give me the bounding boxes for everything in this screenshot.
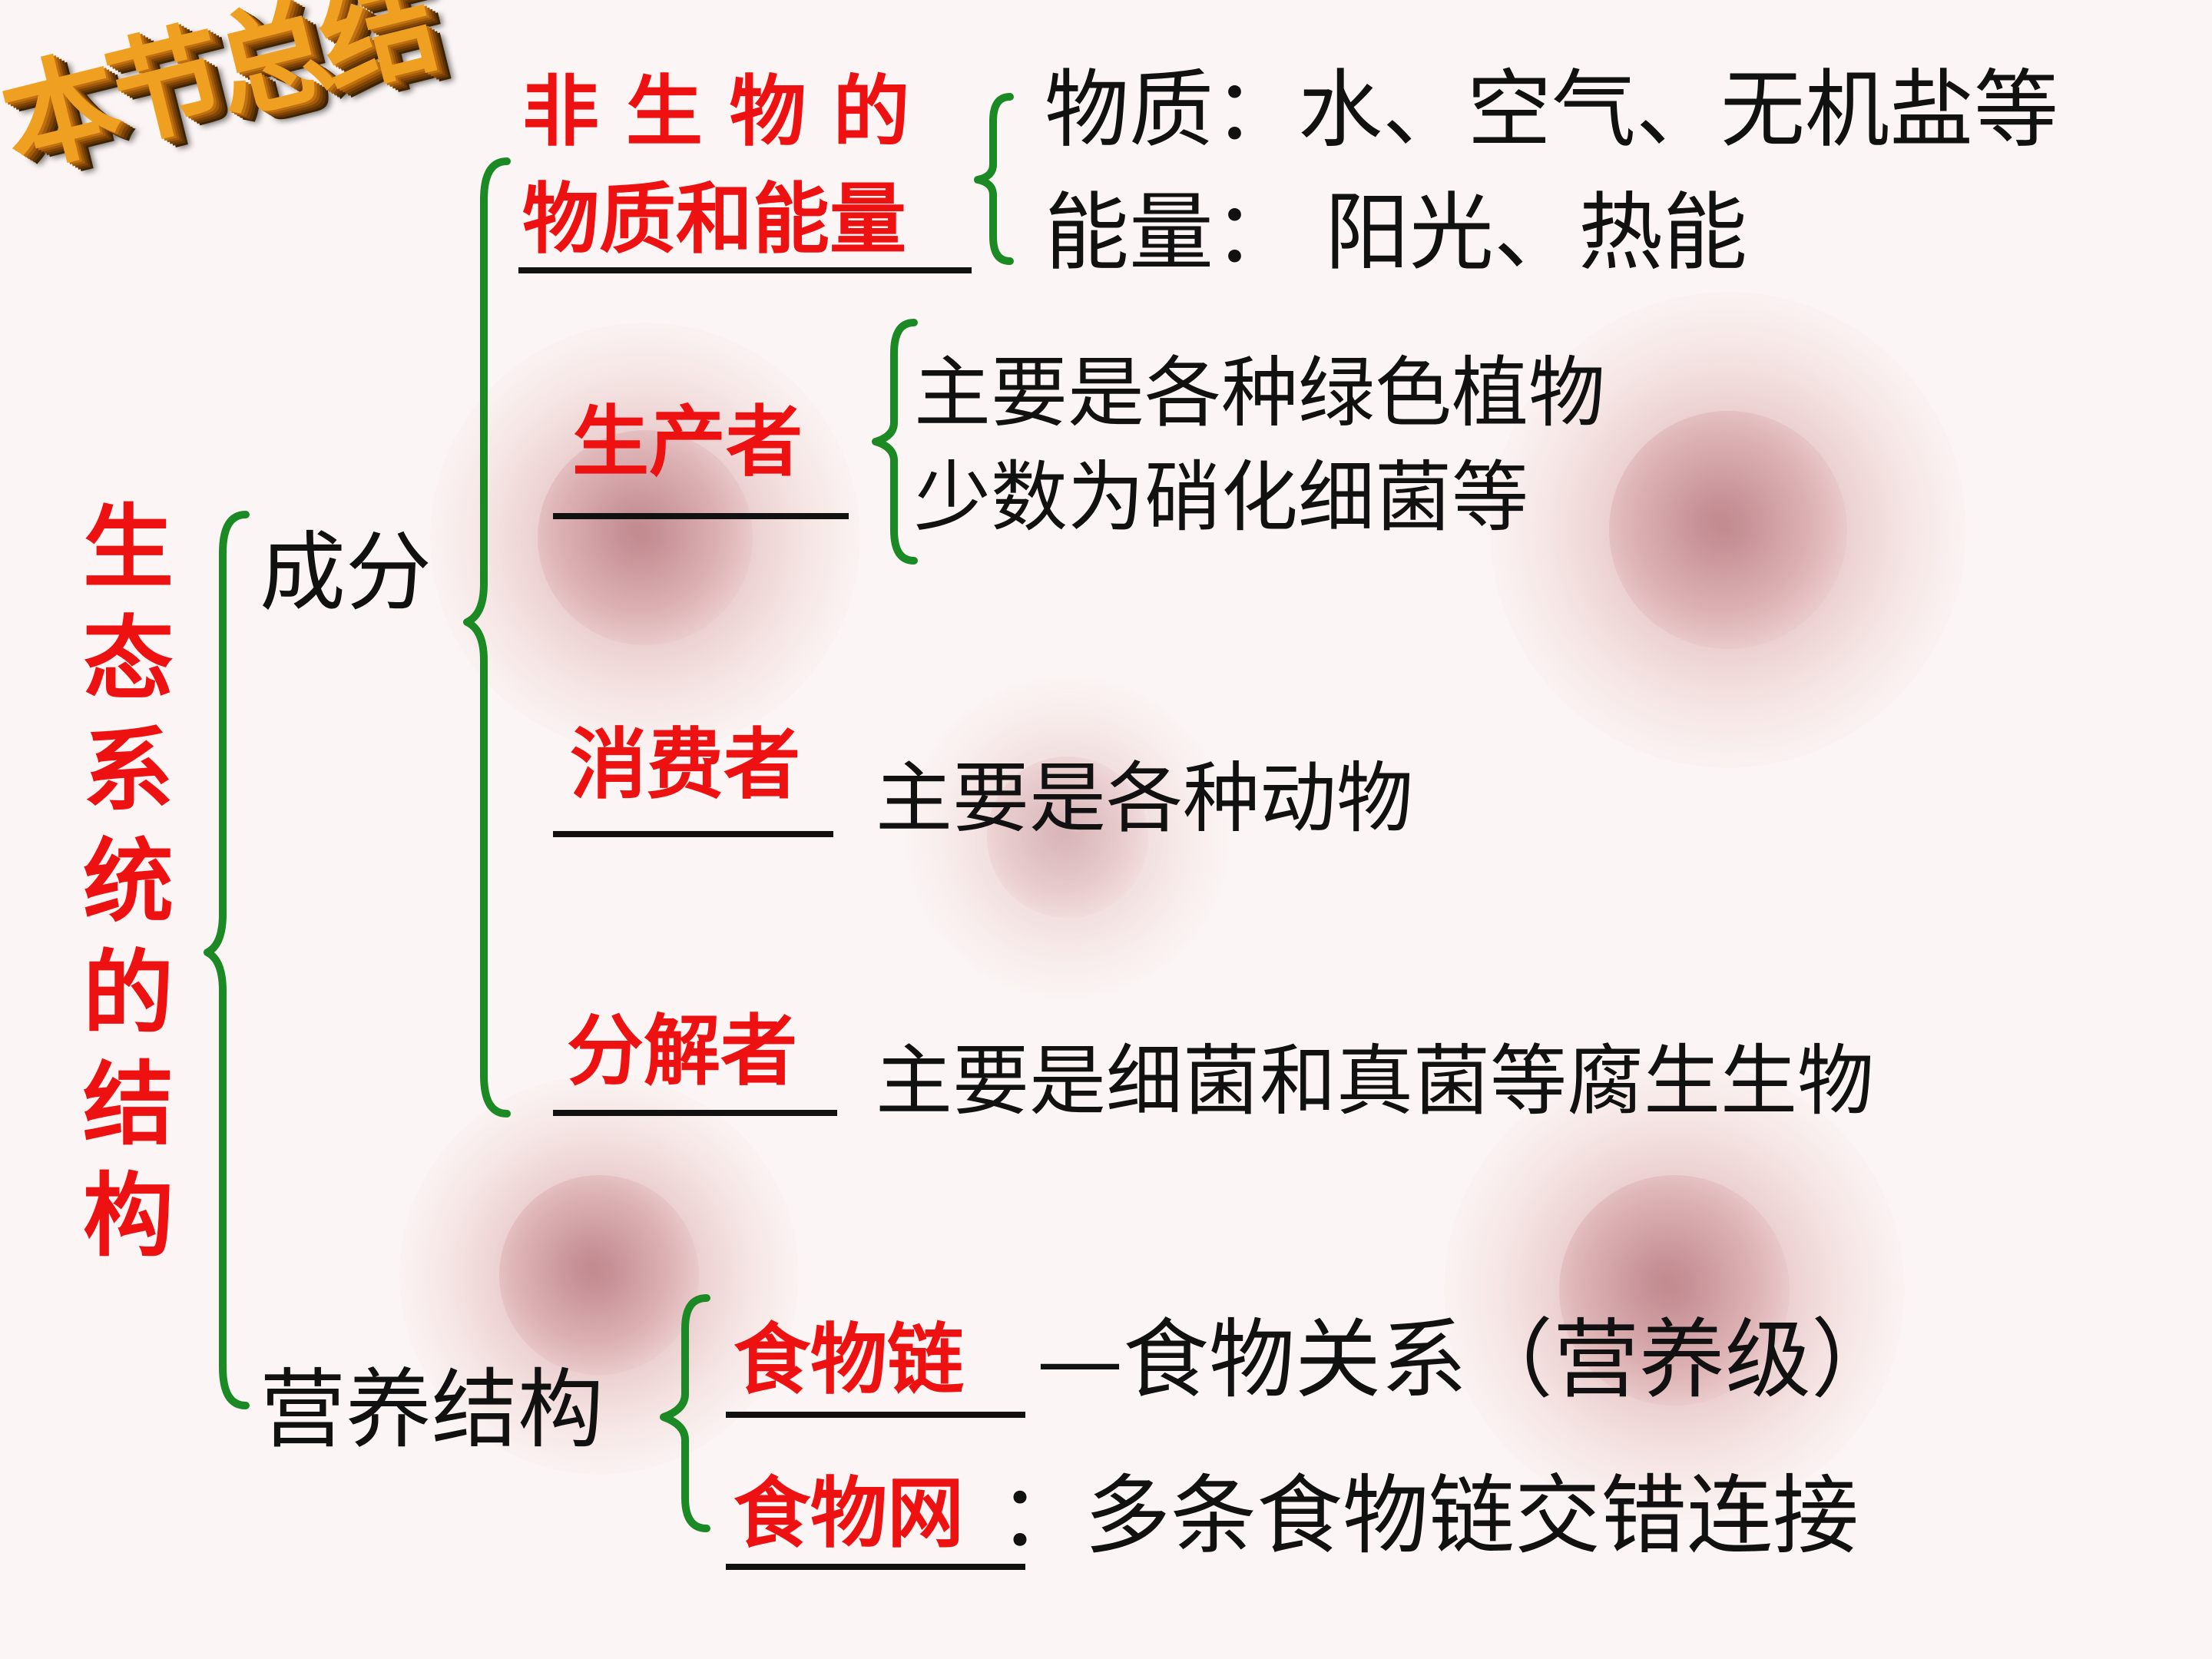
decomposer-underline (553, 1110, 837, 1116)
consumer-desc: 主要是各种动物 (876, 753, 1413, 843)
root-char-2: 态 (82, 605, 174, 712)
background-rose-4 (1444, 1060, 1905, 1521)
background-rose-2 (1490, 292, 1966, 768)
producer-underline (553, 513, 849, 519)
root-char-1: 生 (82, 494, 174, 601)
food-web-desc: ：多条食物链交错连接 (998, 1466, 1859, 1566)
producer-brace (872, 319, 918, 565)
root-label: 生 态 系 统 的 结 构 (78, 492, 178, 1271)
consumer-label: 消费者 (570, 719, 800, 810)
abiotic-brace (974, 93, 1014, 265)
background-rose-3 (399, 1075, 799, 1475)
trophic-brace (660, 1294, 710, 1532)
food-chain-label: 食物链 (733, 1314, 964, 1405)
decomposer-label: 分解者 (567, 1005, 797, 1096)
root-char-6: 结 (82, 1051, 174, 1157)
food-web-underline (726, 1564, 1025, 1570)
producer-label: 生产者 (572, 396, 803, 487)
composition-label: 成分 (260, 523, 432, 623)
trophic-structure-label: 营养结构 (260, 1360, 604, 1460)
background-rose-5 (906, 676, 1229, 998)
producer-desc-1: 主要是各种绿色植物 (914, 348, 1605, 438)
root-char-5: 的 (82, 939, 174, 1046)
abiotic-underline (518, 267, 972, 273)
root-char-3: 系 (82, 717, 174, 823)
composition-brace (463, 157, 511, 1118)
producer-desc-2: 少数为硝化细菌等 (914, 452, 1528, 542)
abiotic-label-line2: 物质和能量 (522, 174, 906, 264)
decomposer-desc: 主要是细菌和真菌等腐生生物 (876, 1036, 1874, 1126)
root-brace (204, 511, 250, 1409)
root-char-7: 构 (82, 1162, 174, 1269)
consumer-underline (553, 831, 833, 837)
abiotic-energy-text: 能量： 阳光、热能 (1045, 184, 1747, 282)
background-rose-1 (430, 323, 860, 753)
root-char-4: 统 (82, 828, 174, 935)
food-web-label: 食物网 (733, 1468, 964, 1558)
abiotic-label-line1: 非 生 物 的 (522, 66, 910, 157)
food-chain-underline (726, 1412, 1025, 1418)
food-chain-desc: —食物关系（营养级） (1037, 1310, 1897, 1410)
slide-title: 本节总结 (0, 0, 445, 192)
abiotic-matter-text: 物质：水、空气、无机盐等 (1045, 61, 2058, 159)
